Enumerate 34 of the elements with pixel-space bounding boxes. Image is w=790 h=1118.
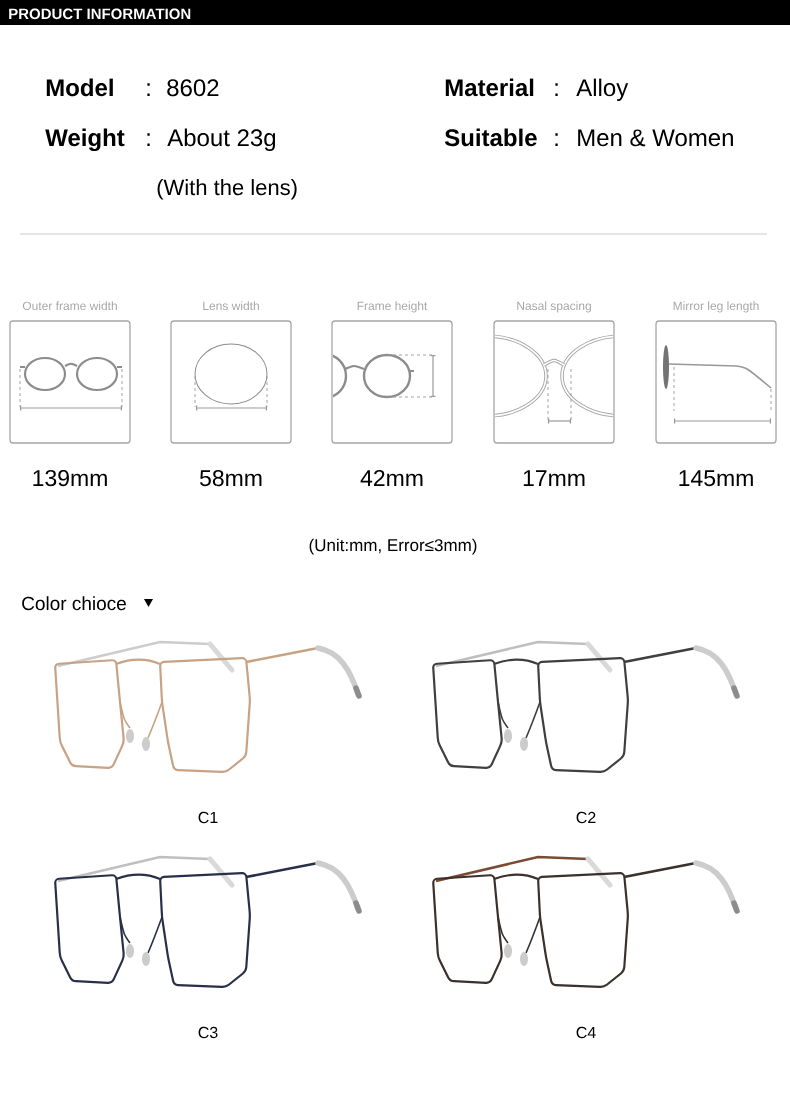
field-value: About 23g	[167, 128, 276, 151]
section-heading: Color chioce	[22, 596, 126, 611]
measurement-box: Lens width	[170, 301, 292, 444]
measurement-value: 145mm	[679, 470, 753, 487]
field-value: 8602	[167, 79, 219, 97]
field-value: Men & Women	[578, 129, 733, 147]
glasses-drawing	[432, 640, 740, 773]
measurement-box: Outer frame width	[9, 301, 131, 444]
separator-colon: :	[555, 133, 558, 146]
unit-note: (Unit:mm, Error≤3mm)	[309, 538, 477, 555]
color-code: C2	[576, 811, 596, 824]
separator-colon: :	[555, 83, 558, 96]
measurement-value: 58mm	[200, 469, 262, 487]
color-code: C1	[198, 811, 218, 824]
color-code: C4	[576, 1026, 596, 1039]
separator-colon: :	[147, 83, 150, 96]
field-name: Model	[46, 78, 113, 97]
measurement-value: 139mm	[33, 469, 107, 487]
measurement-value: 17mm	[523, 470, 585, 486]
measurement-box: Nasal spacing	[493, 301, 615, 444]
color-code: C3	[198, 1026, 218, 1039]
glasses-drawing	[54, 640, 362, 773]
field-name: Weight	[45, 128, 125, 152]
measurement-box: Frame height	[331, 301, 453, 444]
field-name: Suitable	[444, 128, 537, 147]
glasses-drawing	[54, 855, 362, 988]
measurement-value: 42mm	[360, 469, 423, 486]
field-name: Material	[445, 78, 534, 97]
title-bar: PRODUCT INFORMATION	[0, 0, 790, 25]
glasses-drawing	[432, 855, 740, 988]
field-value: Alloy	[576, 78, 629, 101]
measurement-box: Mirror leg length	[655, 301, 777, 444]
separator-colon: :	[147, 133, 150, 146]
field-note: (With the lens)	[157, 179, 297, 200]
